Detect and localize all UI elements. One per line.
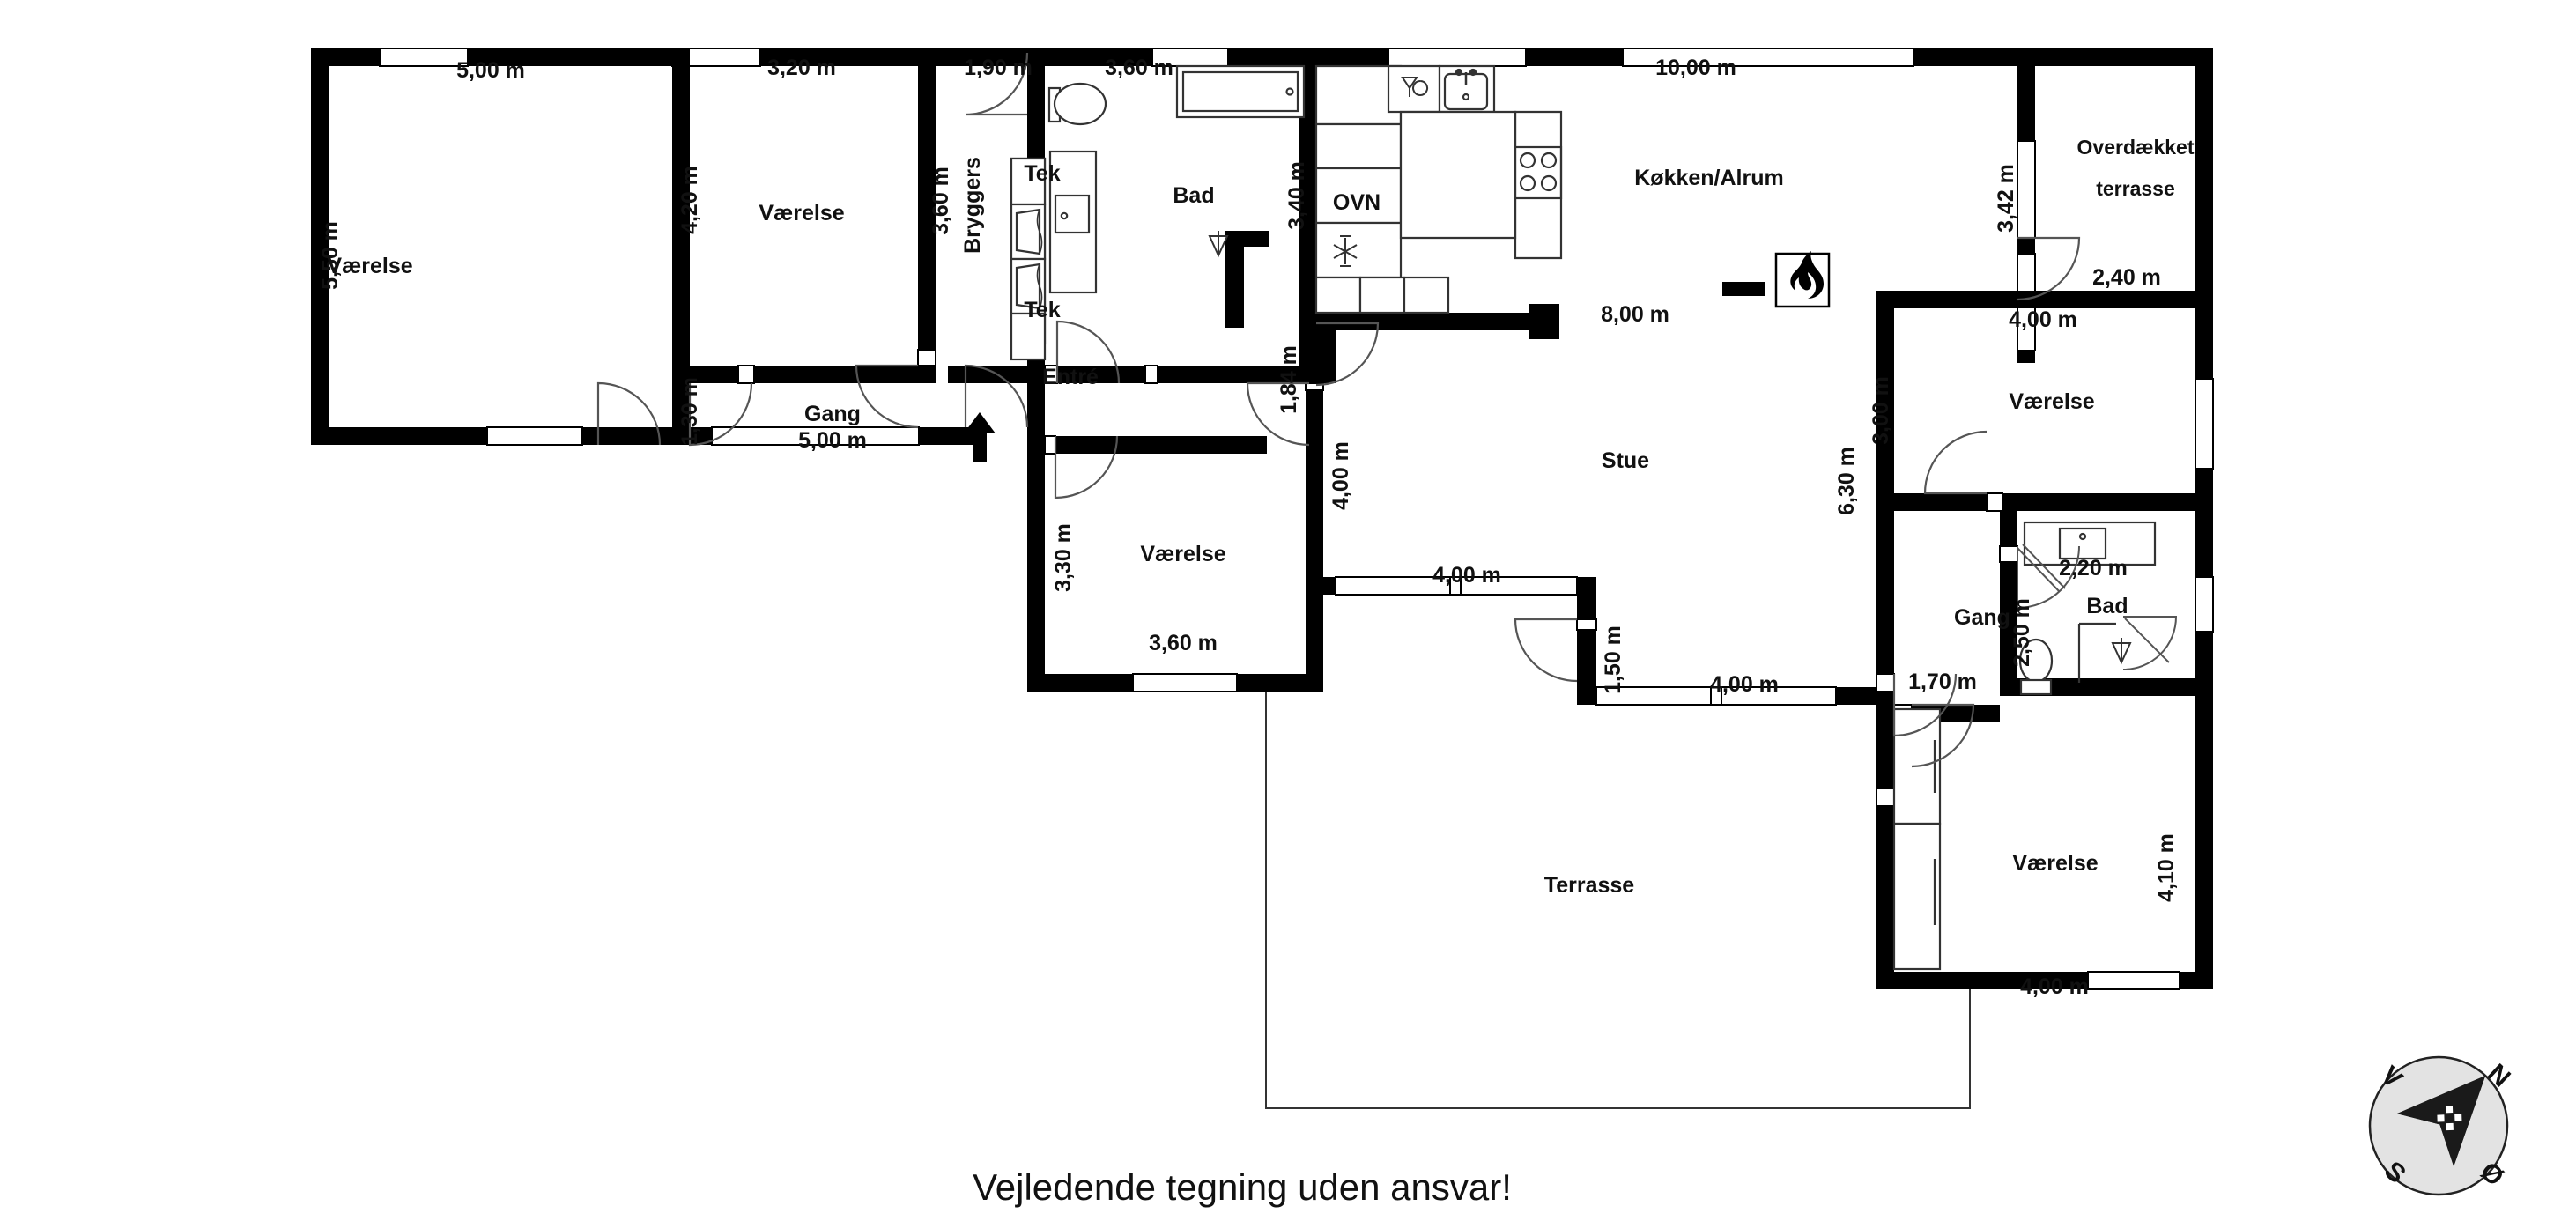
door-vaerelse-ne	[1923, 430, 1988, 495]
door-center-vaerelse	[1054, 435, 1119, 500]
room-label-gang-east: Gang	[1954, 605, 2010, 630]
dim-stue-s-400a: 4,00 m	[1432, 563, 1501, 588]
dim-terr-bottom: 2,40 m	[2092, 265, 2161, 290]
door-overdaekket	[2017, 236, 2081, 301]
door-bad-north	[1055, 320, 1121, 384]
base-cabinet-a	[1314, 276, 1362, 314]
sink-basin	[1054, 194, 1091, 234]
door-stue-terrace	[1514, 618, 1578, 683]
door-vaerelse-n2	[596, 381, 662, 446]
room-label-overdaekket-1: Overdækket	[2077, 136, 2195, 159]
dim-se-bottom: 4,00 m	[2020, 974, 2089, 999]
compass-rose-icon: N Ø S V	[2368, 1055, 2516, 1196]
dim-center-330: 3,30 m	[1051, 523, 1076, 592]
terrace-outline	[1265, 692, 1971, 1109]
dim-bryg-left: 3,60 m	[929, 166, 953, 235]
dim-bad-right: 3,40 m	[1284, 161, 1309, 230]
bathtub-inner	[1181, 70, 1299, 113]
dim-bad-top: 3,60 m	[1105, 56, 1173, 80]
base-cabinet-b	[1358, 276, 1406, 314]
fixtures-group	[1010, 64, 2157, 971]
dim-ne-top: 4,00 m	[2009, 307, 2077, 332]
dim-terr-left: 3,42 m	[1994, 164, 2018, 233]
dim-entre-184: 1,84 m	[1277, 345, 1301, 414]
dim-stue-bottom-l: 8,00 m	[1601, 302, 1669, 327]
door-kitchen-east	[1315, 322, 1380, 387]
floor-drain-north	[1208, 231, 1229, 258]
door-bryggers	[855, 364, 919, 429]
wardrobe-se-b	[1892, 822, 1942, 971]
dim-east-630: 6,30 m	[1834, 447, 1859, 515]
dim-se-right: 4,10 m	[2154, 833, 2179, 902]
toilet-fixture-east	[2018, 638, 2054, 696]
room-label-kokken-alrum: Køkken/Alrum	[1634, 166, 1783, 190]
room-label-vaerelse-ne: Værelse	[2009, 389, 2094, 414]
base-cabinet-c	[1403, 276, 1450, 314]
room-label-vaerelse-se: Værelse	[2012, 851, 2098, 876]
oven-fixture	[1314, 166, 1403, 225]
compass-needle	[2396, 1075, 2486, 1167]
dim-stue-150: 1,50 m	[1601, 625, 1625, 694]
room-label-vaerelse-center: Værelse	[1140, 542, 1225, 566]
hearth-wall-stub	[1722, 282, 1765, 296]
room-label-gang-west: Gang	[804, 402, 861, 426]
dim-bad-e-250: 2,50 m	[2010, 598, 2034, 667]
dim-ne-left: 3,00 m	[1869, 376, 1893, 445]
dim-n2-left: 4,20 m	[677, 166, 702, 234]
disclaimer-caption: Vejledende tegning uden ansvar!	[973, 1166, 1512, 1208]
room-label-bad-east: Bad	[2086, 594, 2128, 618]
doors-group	[596, 52, 2178, 768]
kitchen-counter-run	[1399, 110, 1517, 240]
snowflake-icon	[1333, 235, 1358, 267]
door-gang-east	[1892, 673, 1958, 737]
cabinet-2	[1314, 122, 1403, 170]
dishwasher-glyph	[1401, 77, 1428, 97]
room-label-overdaekket-2: terrasse	[2096, 177, 2175, 200]
door-shower-east	[2122, 616, 2178, 670]
dim-bad-e-220: 2,20 m	[2059, 556, 2128, 581]
room-label-stue: Stue	[1602, 448, 1649, 473]
door-entre-stue	[1246, 381, 1310, 447]
room-labels-group: Værelse Værelse Gang Bryggers Tek Tek Ba…	[327, 136, 2194, 898]
dim-bryg-top: 1,90 m	[964, 56, 1033, 80]
door-vaerelse-nw	[688, 382, 753, 447]
dimension-labels-group: 5,00 m 5,50 m 3,20 m 4,20 m 5,00 m 1,30 …	[318, 56, 2179, 999]
fireplace-icon	[1722, 251, 1831, 308]
room-label-terrasse: Terrasse	[1544, 873, 1634, 898]
door-bryggers-bad	[965, 52, 1029, 116]
tek-cabinet-bottom	[1010, 312, 1047, 361]
dim-center-360: 3,60 m	[1149, 631, 1218, 655]
door-vaerelse-se	[1911, 703, 1975, 768]
dim-nw-top: 5,00 m	[456, 58, 525, 83]
room-label-bad-north: Bad	[1173, 183, 1214, 208]
door-main-entry	[964, 364, 1029, 428]
floor-drain-east	[2111, 638, 2132, 665]
room-label-tek-top: Tek	[1024, 161, 1060, 186]
dim-gang-w: 5,00 m	[798, 428, 867, 453]
dim-n2-top: 3,20 m	[767, 56, 836, 80]
dim-nw-left: 5,50 m	[318, 221, 343, 290]
room-label-tek-bottom: Tek	[1024, 298, 1060, 322]
room-label-vaerelse-n2: Værelse	[759, 201, 844, 226]
entry-arrow-icon	[964, 412, 996, 462]
room-label-bryggers: Bryggers	[960, 157, 985, 254]
shower-fixture-east	[2077, 622, 2116, 683]
walls-group	[311, 48, 2214, 990]
dim-gang-e-170: 1,70 m	[1908, 670, 1977, 694]
room-label-vaerelse-nw: Værelse	[327, 254, 412, 278]
dim-gang-w-door: 1,30 m	[677, 377, 702, 446]
upper-cabinet	[1314, 64, 1403, 126]
dim-center-400: 4,00 m	[1329, 441, 1353, 510]
fridge-freezer-fixture	[1314, 221, 1403, 279]
dim-stue-s-400b: 4,00 m	[1710, 672, 1779, 697]
room-label-ovn: OVN	[1333, 190, 1381, 215]
toilet-fixture-north	[1047, 82, 1107, 126]
dim-kokken-top: 10,00 m	[1655, 56, 1736, 80]
room-label-entre: Entré	[1042, 365, 1099, 389]
